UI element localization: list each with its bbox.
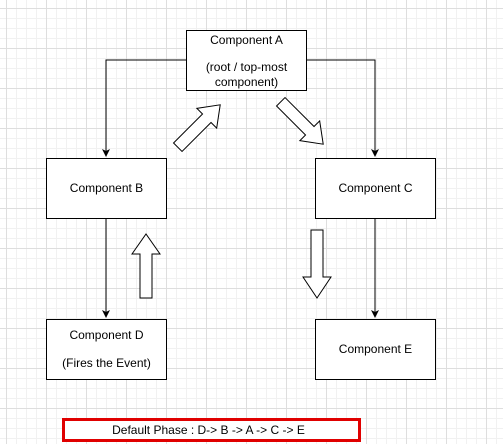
flow-arrow-up-right-icon [172, 104, 221, 153]
node-d-title: Component D [69, 328, 144, 342]
flow-arrow-up-icon [131, 233, 161, 299]
node-component-c[interactable]: Component C [315, 158, 436, 219]
node-e-title: Component E [338, 342, 413, 356]
node-component-a[interactable]: Component A (root / top-most component) [186, 30, 307, 91]
node-d-note: (Fires the Event) [62, 356, 151, 370]
node-component-b[interactable]: Component B [46, 158, 167, 219]
connector-a-to-c [307, 59, 379, 157]
node-a-title: Component A [210, 33, 283, 47]
phase-label-box[interactable]: Default Phase : D-> B -> A -> C -> E [62, 418, 361, 442]
phase-label: Default Phase : D-> B -> A -> C -> E [112, 423, 305, 437]
connector-a-to-b [102, 59, 186, 157]
node-b-title: Component B [69, 181, 144, 195]
flow-arrow-down-icon [302, 229, 332, 299]
flow-arrow-down-right-icon [275, 96, 324, 145]
node-component-d[interactable]: Component D (Fires the Event) [46, 319, 167, 380]
node-c-title: Component C [338, 181, 413, 195]
node-component-e[interactable]: Component E [315, 319, 436, 380]
node-a-note: (root / top-most component) [205, 60, 288, 89]
